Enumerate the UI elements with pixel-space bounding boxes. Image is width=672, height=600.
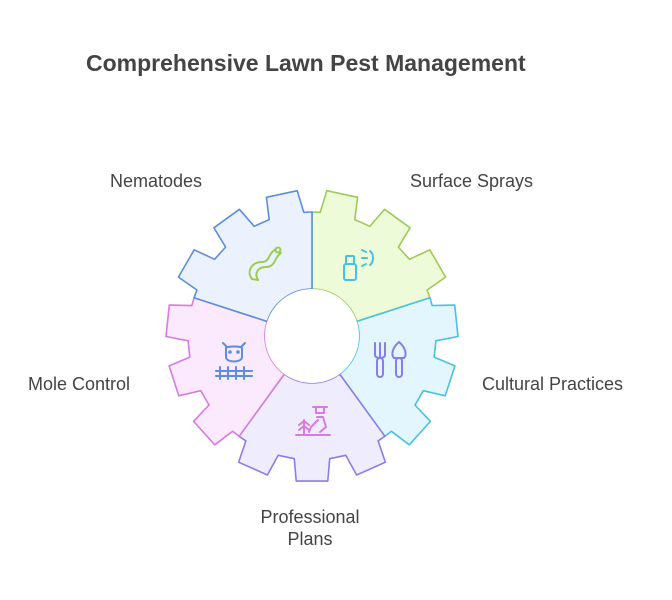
fork-and-trowel-icon	[374, 341, 407, 378]
label-nematodes: Nematodes	[110, 171, 203, 191]
spray-bottle-icon	[343, 249, 374, 281]
gardener-icon	[295, 406, 331, 436]
label-professional-plans: Professional Plans	[210, 506, 410, 550]
label-professional-plans-line-2: Plans	[287, 529, 333, 549]
label-cultural-practices: Cultural Practices	[482, 374, 624, 394]
mole-and-fence-icon	[215, 342, 253, 380]
label-mole-control: Mole Control	[28, 374, 131, 394]
label-surface-sprays: Surface Sprays	[410, 171, 534, 191]
label-professional-plans-line-1: Professional	[260, 507, 360, 527]
page-title: Comprehensive Lawn Pest Management	[86, 50, 526, 76]
gear-hub	[265, 289, 359, 383]
worm-icon	[248, 246, 282, 281]
